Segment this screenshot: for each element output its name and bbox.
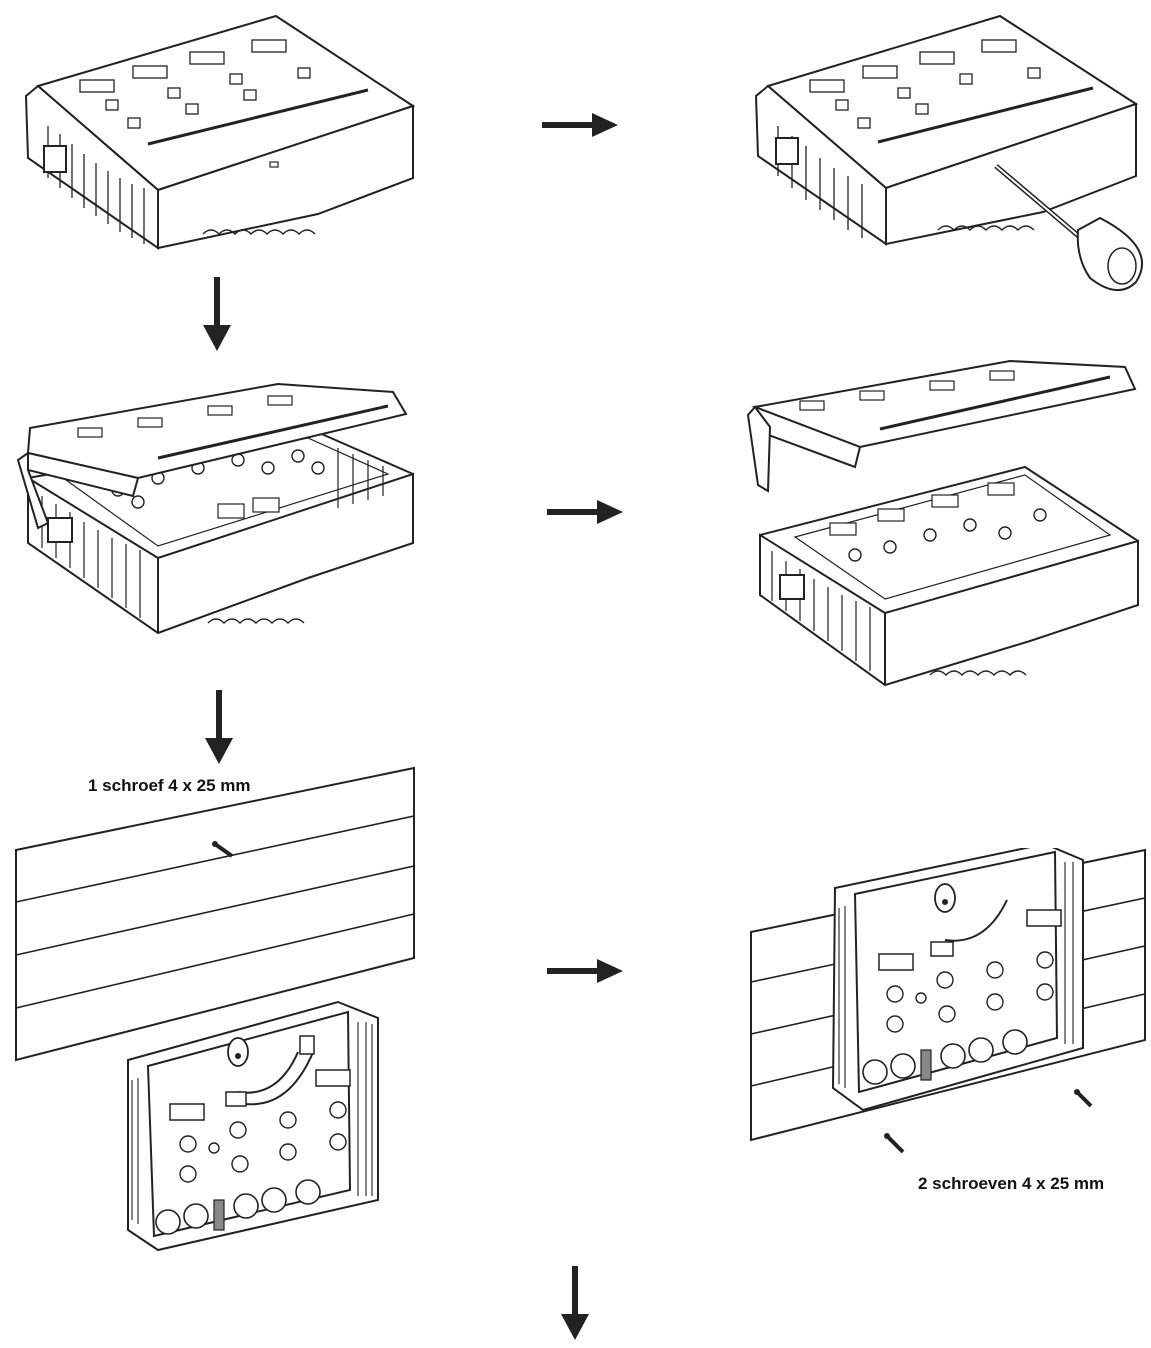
closed-controller-box [8, 8, 428, 258]
base-mounted-on-wall [745, 848, 1150, 1168]
box-lid-removed-right [740, 355, 1150, 690]
open-base-plate-left [118, 1000, 383, 1255]
box-with-screwdriver [738, 8, 1143, 308]
wall-with-one-screw [10, 760, 420, 1070]
caption-two-screws: 2 schroeven 4 x 25 mm [918, 1174, 1105, 1193]
arrow-right-3 [547, 959, 623, 983]
arrow-down-1 [203, 277, 231, 351]
caption-one-screw: 1 schroef 4 x 25 mm [88, 776, 251, 795]
arrow-down-2 [205, 690, 233, 764]
arrow-right-2 [547, 500, 623, 524]
arrow-down-3 [561, 1266, 589, 1340]
box-lid-opening-left [8, 378, 428, 643]
arrow-right-1 [542, 113, 618, 137]
